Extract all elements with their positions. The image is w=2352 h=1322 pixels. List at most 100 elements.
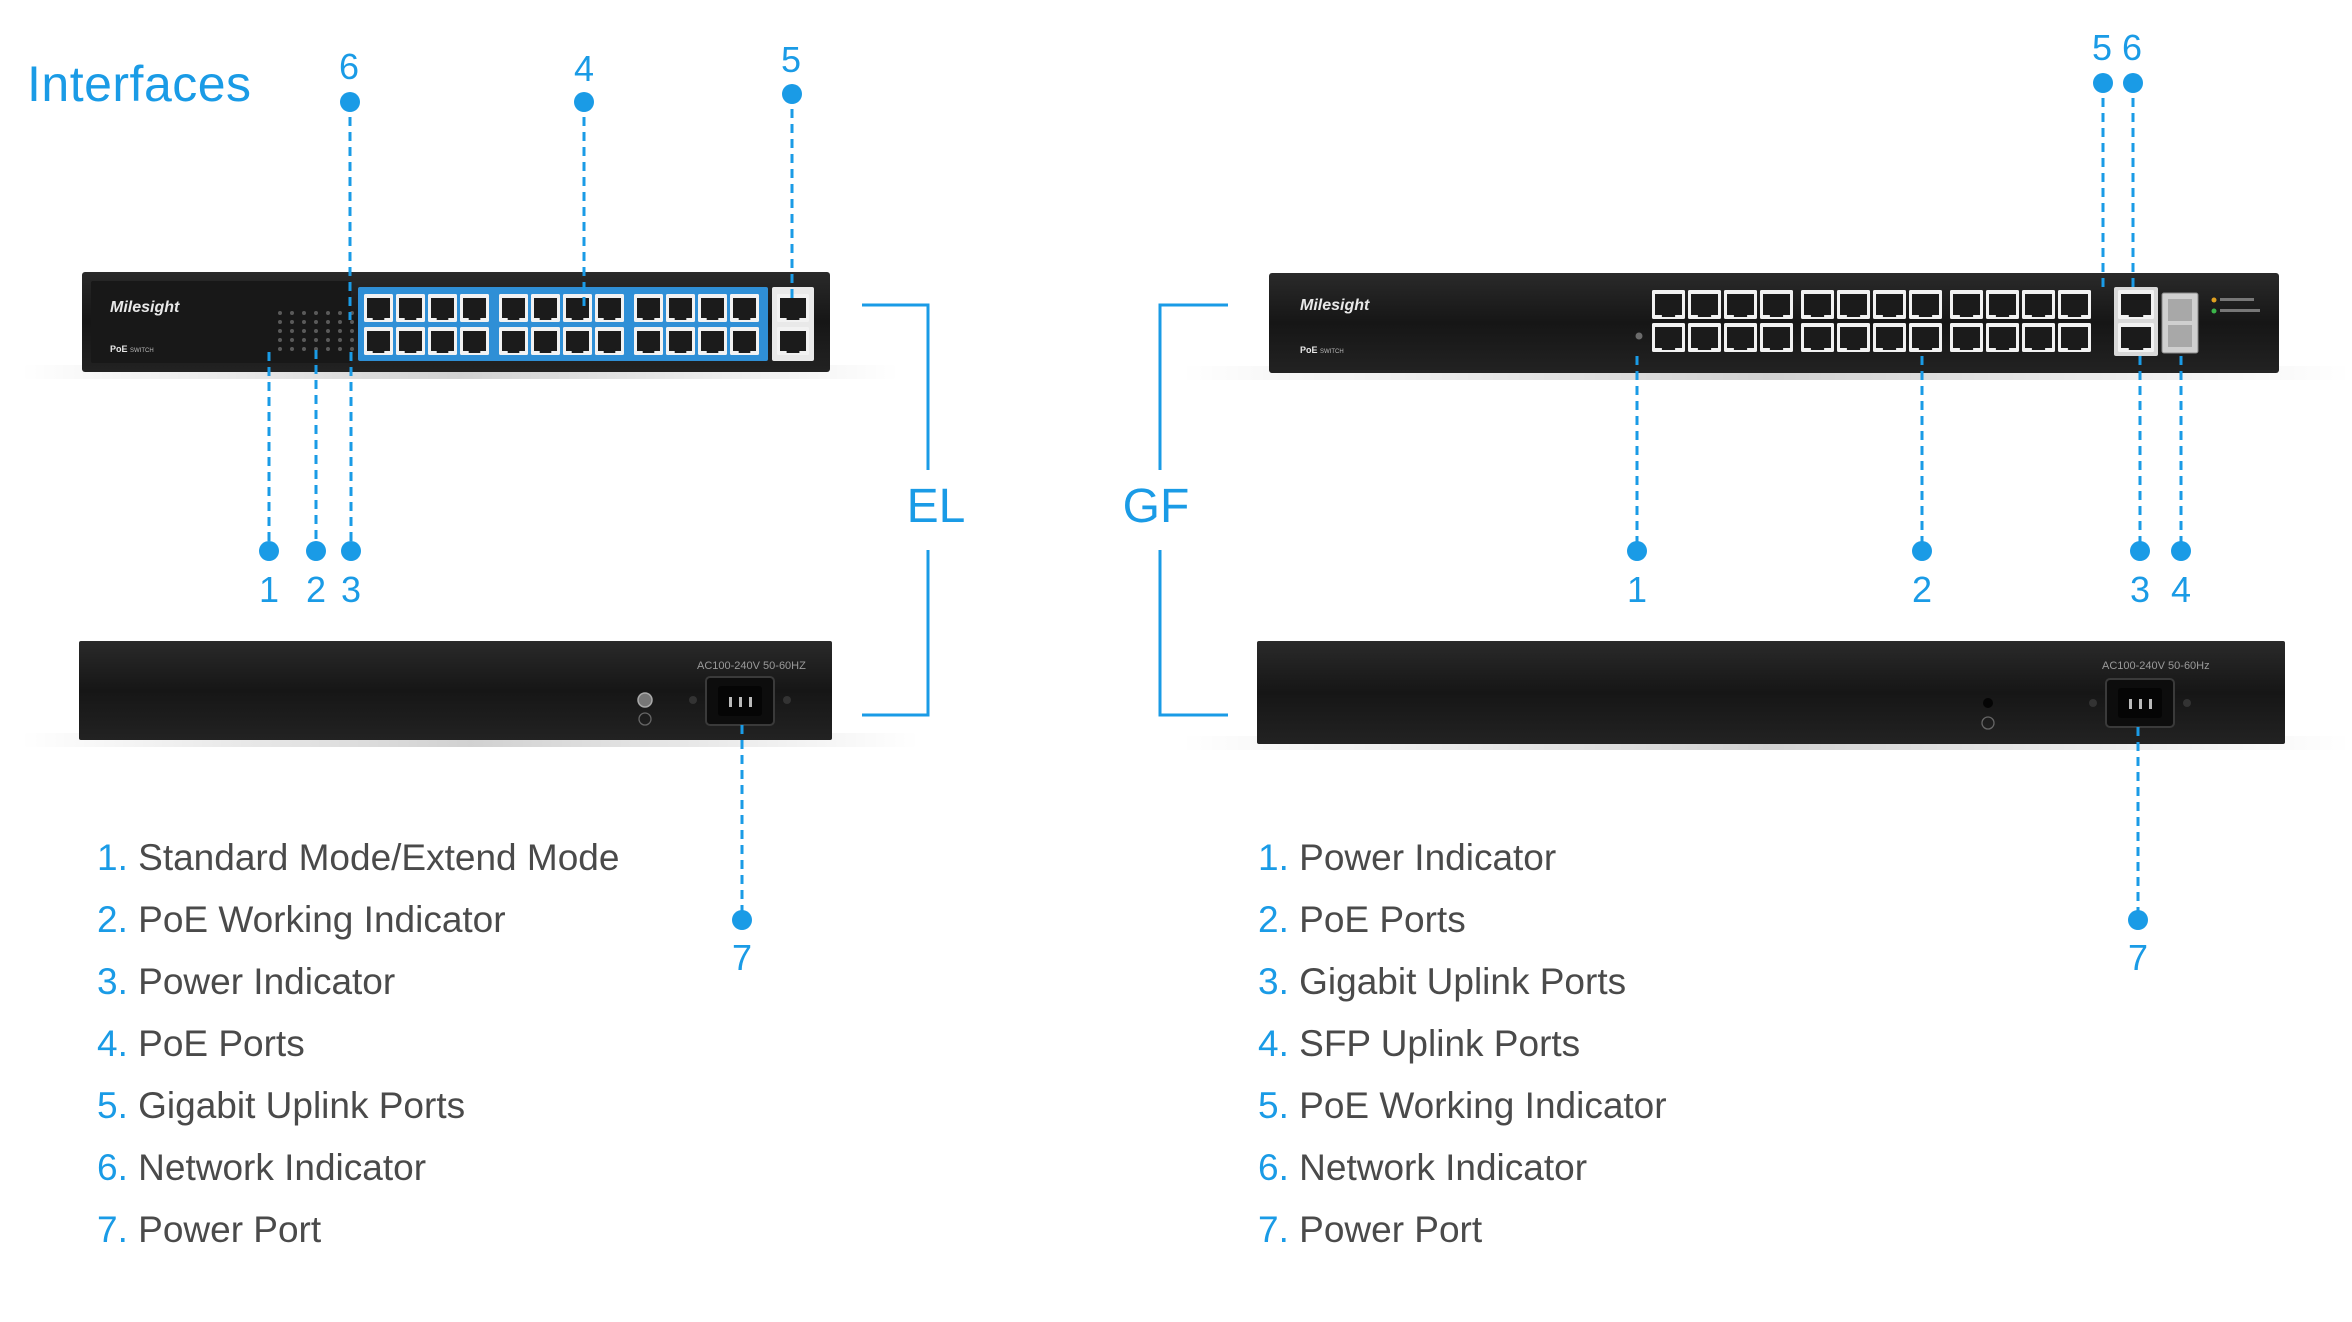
legend-label: Gigabit Uplink Ports — [1299, 961, 1627, 1002]
legend-item: 3. Gigabit Uplink Ports — [1258, 951, 1667, 1013]
indicator-led — [290, 347, 294, 351]
poe-port — [595, 327, 624, 355]
el-led-grid — [278, 311, 354, 351]
indicator-led — [314, 338, 318, 342]
poe-port — [1837, 323, 1870, 352]
poe-port — [634, 294, 663, 322]
poe-port — [563, 294, 592, 322]
el-bracket — [862, 303, 930, 717]
indicator-led — [350, 320, 354, 324]
indicator-led — [278, 347, 282, 351]
legend-item: 2. PoE Ports — [1258, 889, 1667, 951]
el-callout-6: 6 — [339, 46, 359, 87]
el-front-panel: Milesight PoE SWITCH — [20, 272, 900, 379]
legend-gf: 1. Power Indicator 2. PoE Ports 3. Gigab… — [1258, 827, 1667, 1261]
poe-port — [460, 294, 489, 322]
legend-label: Network Indicator — [138, 1147, 427, 1188]
poe-port — [1986, 290, 2019, 319]
indicator-led — [302, 347, 306, 351]
poe-port — [499, 327, 528, 355]
poe-port — [730, 327, 759, 355]
poe-port — [2058, 290, 2091, 319]
indicator-led — [314, 311, 318, 315]
poe-port — [396, 327, 425, 355]
indicator-led — [326, 338, 330, 342]
legend-number: 1. — [97, 837, 128, 878]
poe-port — [1724, 290, 1757, 319]
poe-port — [1950, 323, 1983, 352]
legend-number: 5. — [1258, 1085, 1289, 1126]
indicator-led — [350, 347, 354, 351]
legend-label: SFP Uplink Ports — [1299, 1023, 1581, 1064]
poe-port — [698, 327, 727, 355]
indicator-led — [326, 347, 330, 351]
legend-label: PoE Ports — [1299, 899, 1466, 940]
indicator-led — [278, 329, 282, 333]
indicator-led — [350, 329, 354, 333]
gf-gigabit-uplink-ports — [2114, 287, 2158, 356]
model-label-el: EL — [907, 480, 966, 533]
legend-item: 5. Gigabit Uplink Ports — [97, 1075, 619, 1137]
gf-callout-2: 2 — [1912, 569, 1932, 610]
poe-label-el: PoE — [110, 344, 128, 354]
poe-port — [1837, 290, 1870, 319]
legend-number: 2. — [97, 899, 128, 940]
gf-callout-dots — [1627, 73, 2191, 930]
indicator-led — [290, 311, 294, 315]
poe-port — [531, 327, 560, 355]
legend-item: 3. Power Indicator — [97, 951, 619, 1013]
indicator-led — [314, 329, 318, 333]
poe-port — [1801, 323, 1834, 352]
gf-callouts — [1635, 83, 2183, 920]
indicator-led — [314, 320, 318, 324]
indicator-led — [278, 311, 282, 315]
poe-port — [634, 327, 663, 355]
indicator-led — [350, 338, 354, 342]
legend-item: 7. Power Port — [97, 1199, 619, 1261]
poe-port — [1760, 290, 1793, 319]
poe-port — [531, 294, 560, 322]
legend-label: Gigabit Uplink Ports — [138, 1085, 466, 1126]
poe-port — [1688, 323, 1721, 352]
el-callouts — [267, 94, 794, 920]
gf-callout-6: 6 — [2122, 27, 2142, 68]
gf-back-panel: AC100-240V 50-60Hz — [1180, 641, 2352, 750]
poe-port — [1873, 323, 1906, 352]
legend-number: 5. — [97, 1085, 128, 1126]
poe-port — [563, 327, 592, 355]
indicator-led — [338, 347, 342, 351]
gf-power-led — [1635, 332, 1643, 340]
page-title: Interfaces — [27, 56, 252, 112]
gf-callout-3: 3 — [2130, 569, 2150, 610]
legend-item: 6. Network Indicator — [1258, 1137, 1667, 1199]
brand-logo-el: Milesight — [110, 299, 180, 316]
switch-label-el: SWITCH — [130, 348, 154, 354]
legend-label: Standard Mode/Extend Mode — [138, 837, 620, 878]
switch-label-gf: SWITCH — [1320, 349, 1344, 355]
gf-power-rating: AC100-240V 50-60Hz — [2102, 660, 2210, 672]
gf-callout-numbers: 5 6 1 2 3 4 7 — [1627, 27, 2191, 978]
indicator-led — [338, 338, 342, 342]
poe-port — [1909, 323, 1942, 352]
legend-item: 6. Network Indicator — [97, 1137, 619, 1199]
indicator-led — [326, 320, 330, 324]
el-poe-ports — [364, 294, 759, 355]
poe-port — [364, 294, 393, 322]
uplink-port — [777, 294, 809, 322]
legend-label: Network Indicator — [1299, 1147, 1588, 1188]
gf-callout-4: 4 — [2171, 569, 2191, 610]
poe-port — [364, 327, 393, 355]
gf-poe-ports — [1652, 290, 2091, 352]
indicator-led — [290, 329, 294, 333]
legend-label: Power Indicator — [1299, 837, 1557, 878]
legend-number: 4. — [1258, 1023, 1289, 1064]
legend-number: 6. — [1258, 1147, 1289, 1188]
legend-item: 1. Power Indicator — [1258, 827, 1667, 889]
poe-port — [1652, 323, 1685, 352]
indicator-led — [338, 311, 342, 315]
legend-item: 1. Standard Mode/Extend Mode — [97, 827, 619, 889]
model-label-gf: GF — [1123, 480, 1190, 533]
indicator-led — [302, 338, 306, 342]
poe-port — [1950, 290, 1983, 319]
gf-bracket — [1158, 303, 1228, 717]
